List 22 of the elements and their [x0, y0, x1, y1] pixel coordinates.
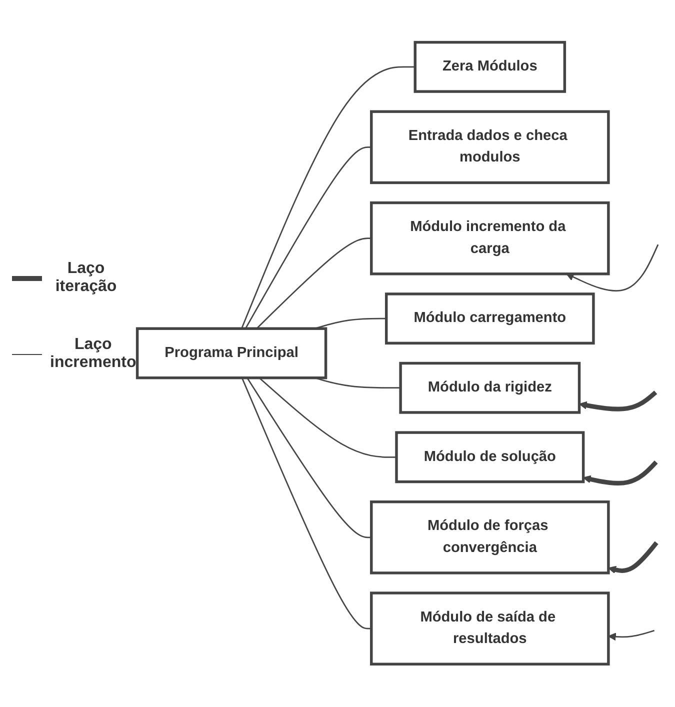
arrow	[608, 630, 655, 641]
node-box: Módulo de solução	[395, 431, 585, 484]
node-box: Entrada dados e checa modulos	[370, 110, 610, 184]
connector	[244, 146, 372, 330]
node-box: Módulo carregamento	[384, 292, 595, 345]
arrow	[566, 244, 659, 292]
arrow	[578, 390, 658, 412]
connector	[256, 238, 372, 330]
connector	[258, 378, 396, 458]
legend-text: Laço iteração	[54, 260, 118, 296]
node-box: Módulo de saída de resultados	[370, 592, 610, 666]
node-box: Programa Principal	[136, 328, 328, 380]
node-box: Módulo da rigidez	[399, 362, 581, 414]
connector	[246, 378, 372, 538]
connector	[240, 66, 416, 330]
node-box: Módulo incremento da carga	[370, 202, 610, 276]
connector	[241, 378, 372, 630]
node-box: Zera Módulos	[414, 41, 566, 94]
node-box: Módulo de forças convergência	[370, 500, 610, 575]
arrow	[608, 542, 658, 574]
legend-text: Laço incremento	[50, 336, 136, 372]
arrow	[582, 460, 658, 486]
